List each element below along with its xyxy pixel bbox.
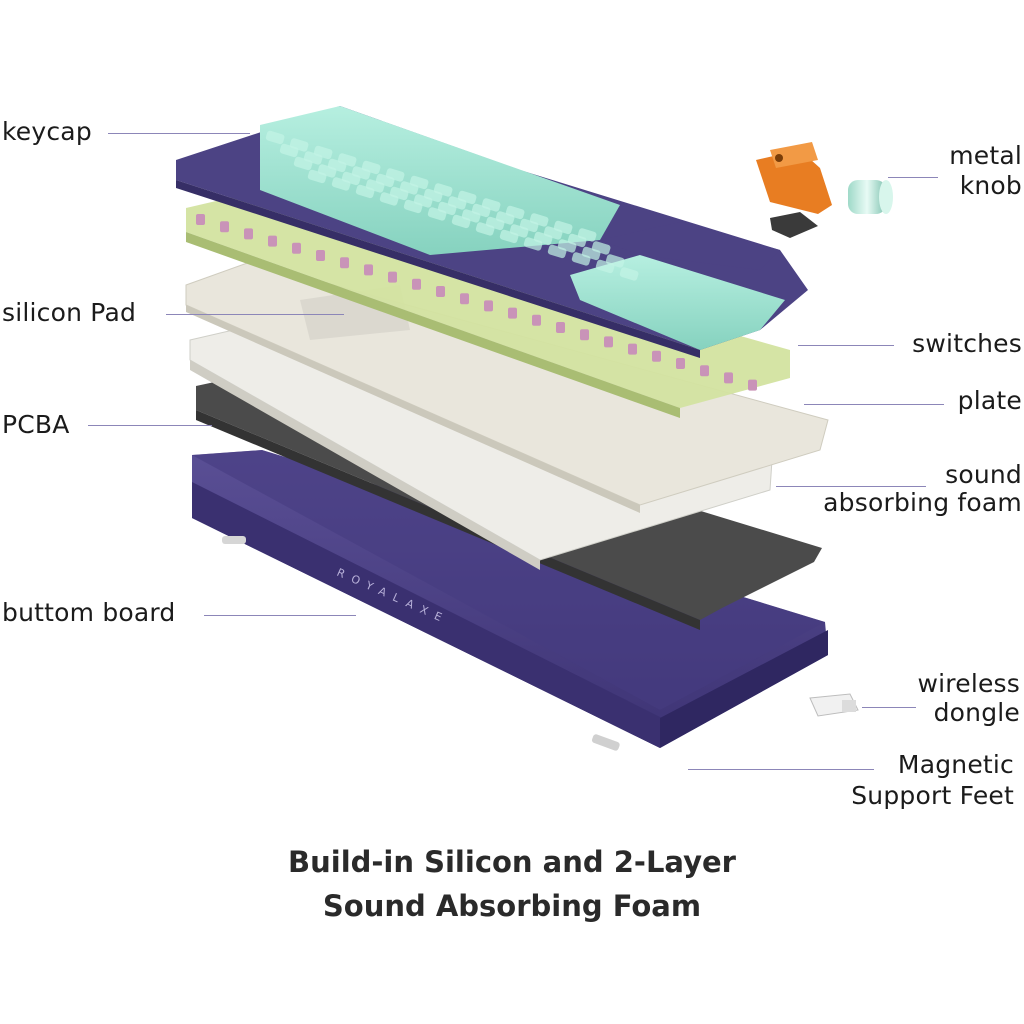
keycap-top: [403, 199, 423, 214]
caption-line1: Build-in Silicon and 2-Layer: [288, 845, 736, 879]
switch-stem: [364, 264, 373, 276]
leader-bottom-board: [204, 615, 356, 616]
leader-metal-knob: [888, 177, 938, 178]
keycap-top: [293, 156, 313, 171]
keycap-top: [355, 184, 375, 199]
switch-stem: [700, 365, 709, 377]
label-silicon-pad: silicon Pad: [2, 298, 137, 327]
label-feet-line1: Magnetic: [897, 750, 1014, 779]
label-pcba: PCBA: [2, 410, 70, 439]
label-switches: switches: [912, 329, 1022, 358]
label-bottom-board: buttom board: [2, 598, 176, 627]
leader-feet: [688, 769, 874, 770]
support-foot-left: [222, 536, 246, 544]
switch-stem: [532, 314, 541, 326]
leader-dongle: [862, 707, 916, 708]
switch-stem: [196, 214, 205, 225]
leader-switches: [798, 345, 894, 346]
switch-stem: [556, 322, 565, 333]
switch-stem: [244, 228, 253, 240]
keycap-top: [619, 267, 639, 281]
switch-stem: [220, 221, 229, 233]
keycap-top: [307, 169, 327, 184]
switch-stem: [652, 350, 661, 362]
switch-stem: [460, 293, 469, 305]
label-plate: plate: [957, 386, 1022, 415]
label-dongle-line2: dongle: [933, 698, 1020, 727]
keycap-top: [379, 192, 399, 206]
leader-foam: [776, 486, 926, 487]
switch-stem: [292, 242, 301, 254]
label-metal-knob-line2: knob: [959, 171, 1022, 200]
switch-stem: [580, 329, 589, 341]
leader-silicon-pad: [166, 314, 344, 315]
wireless-dongle: [809, 693, 859, 717]
switch-stem: [484, 300, 493, 312]
leader-pcba: [88, 425, 212, 426]
label-feet-line2: Support Feet: [851, 781, 1014, 810]
switch-stem: [604, 336, 613, 348]
switch-stem: [268, 235, 277, 247]
leader-keycap: [108, 133, 250, 134]
switch-stem: [388, 271, 397, 283]
keycap-top: [523, 237, 543, 251]
keycap-top: [279, 143, 299, 158]
metal-knob: [848, 180, 893, 214]
keycap-top: [547, 244, 567, 259]
switch-stem: [508, 307, 517, 319]
knob-housing: [756, 142, 832, 238]
keycap-grid: [265, 130, 639, 281]
keycap-top: [265, 130, 285, 145]
switch-stem: [724, 372, 733, 384]
caption-line2: Sound Absorbing Foam: [322, 889, 702, 923]
label-foam-line1: sound: [945, 460, 1022, 489]
caption: Build-in Silicon and 2-Layer Sound Absor…: [0, 840, 1024, 928]
keycap-top: [427, 207, 447, 221]
label-foam-line2: absorbing foam: [823, 488, 1022, 517]
switch-stem: [316, 250, 325, 261]
label-metal-knob-line1: metal: [949, 141, 1022, 170]
keycap-top: [595, 259, 615, 274]
keycap-top: [571, 252, 591, 266]
bottom-case: ROYALAXE: [192, 450, 828, 748]
switch-stem: [628, 343, 637, 355]
switch-stem: [412, 278, 421, 290]
switch-stem: [676, 358, 685, 369]
label-dongle-line1: wireless: [917, 669, 1020, 698]
support-foot-right: [591, 734, 620, 751]
keycap-top: [331, 177, 351, 191]
switch-stem: [340, 257, 349, 269]
switch-stem: [436, 286, 445, 297]
leader-plate: [804, 404, 944, 405]
keycap-top: [475, 222, 495, 236]
keycap-top: [451, 214, 471, 229]
label-keycap: keycap: [2, 117, 92, 146]
switch-plate: [185, 261, 829, 513]
switch-stems: [196, 214, 757, 391]
switch-stem: [748, 379, 757, 391]
keycap-top: [499, 229, 519, 244]
